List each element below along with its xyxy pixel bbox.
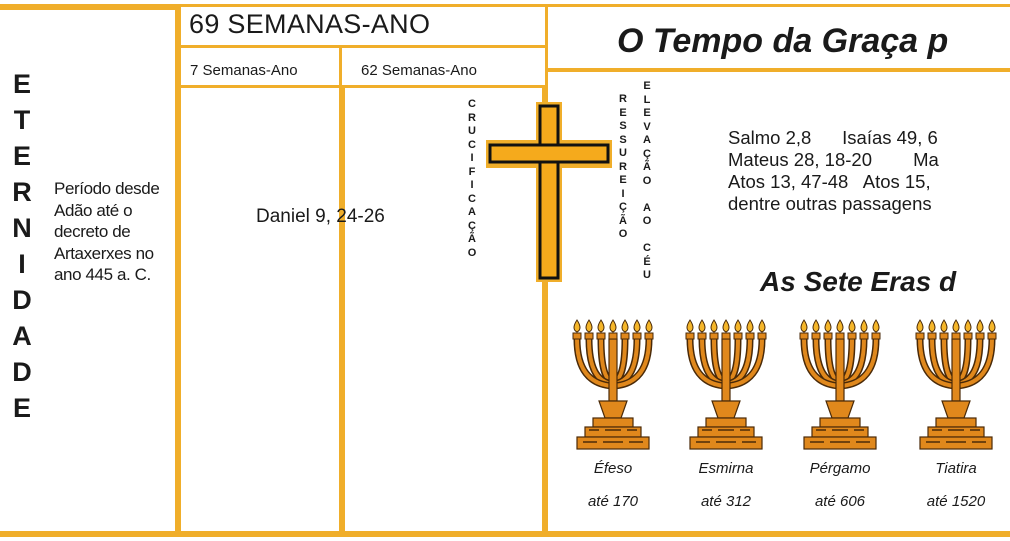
- periodo-line: Artaxerxes no: [54, 243, 154, 263]
- elevacao-letter: [645, 229, 648, 243]
- tempo-title-box: [548, 4, 1010, 71]
- crucificacao-letter: I: [470, 179, 474, 191]
- ressurreicao-letter: Ã: [619, 214, 627, 227]
- elevacao-letter: É: [643, 255, 651, 268]
- elevacao-letter: V: [643, 120, 651, 133]
- divider-7-62: [339, 48, 345, 537]
- elevacao-letter: O: [642, 215, 652, 227]
- eternidade-letter: E: [12, 141, 31, 171]
- elevacao-letter: C: [643, 242, 651, 254]
- eternidade-letter: I: [18, 249, 26, 279]
- reference-line: Atos 13, 47-48 Atos 15,: [728, 171, 931, 192]
- elevacao-letter: [645, 188, 648, 202]
- bottom-bar: [0, 531, 1010, 537]
- reference-line: Salmo 2,8 Isaías 49, 6: [728, 127, 938, 148]
- sub-62-label: 62 Semanas-Ano: [361, 62, 477, 79]
- church-until: até 1520: [926, 493, 986, 510]
- eternidade-letter: D: [12, 357, 32, 387]
- semanas-title: 69 SEMANAS-ANO: [189, 9, 431, 39]
- reference-line: dentre outras passagens: [728, 193, 932, 214]
- ressurreicao-letter: Ç: [619, 201, 627, 213]
- crucificacao-letter: U: [468, 125, 476, 137]
- elevacao-letter: Ã: [643, 161, 651, 173]
- church-name: Pérgamo: [809, 460, 871, 477]
- eternidade-letter: R: [12, 177, 32, 207]
- ressurreicao-letter: O: [618, 228, 628, 240]
- sub-7-label: 7 Semanas-Ano: [190, 62, 298, 79]
- daniel-reference: Daniel 9, 24-26: [256, 206, 385, 227]
- eternidade-letter: N: [12, 213, 32, 243]
- crucificacao-letter: C: [468, 192, 476, 205]
- periodo-line: Adão até o: [54, 200, 133, 220]
- ressurreicao-letter: S: [619, 133, 627, 146]
- ressurreicao-letter: E: [619, 106, 627, 119]
- crucificacao-letter: Ç: [468, 219, 476, 232]
- crucificacao-letter: R: [468, 111, 476, 124]
- eternidade-letter: E: [12, 69, 31, 99]
- divider-eternity: [175, 4, 181, 537]
- ressurreicao-letter: E: [619, 174, 627, 186]
- periodo-line: decreto de: [54, 222, 131, 241]
- ressurreicao-letter: U: [619, 147, 627, 159]
- church-until: até 606: [814, 493, 866, 510]
- crucificacao-letter: C: [468, 138, 476, 151]
- elevacao-letter: L: [643, 93, 651, 106]
- church-name: Tiatira: [935, 460, 977, 477]
- menorah-icon: [569, 318, 657, 452]
- elevacao-letter: U: [643, 269, 651, 281]
- sub-7-box: [178, 45, 345, 88]
- menorah-icon: [682, 318, 770, 452]
- church-until: até 312: [700, 493, 752, 510]
- crucificacao-letter: I: [470, 152, 474, 164]
- elevacao-letter: Ç: [643, 147, 651, 160]
- ressurreicao-letter: I: [621, 187, 625, 200]
- menorah-icon: [796, 318, 884, 452]
- church-until: até 170: [587, 493, 639, 510]
- eternidade-letter: E: [12, 393, 31, 423]
- periodo-line: ano 445 a. C.: [54, 265, 151, 284]
- sub-62-box: [339, 45, 548, 88]
- church-name: Éfeso: [593, 460, 633, 477]
- elevacao-letter: A: [643, 201, 651, 214]
- crucificacao-letter: F: [468, 165, 476, 178]
- crucificacao-letter: O: [467, 246, 477, 259]
- ressurreicao-letter: S: [619, 120, 627, 132]
- periodo-line: Período desde: [54, 179, 160, 198]
- elevacao-letter: E: [643, 107, 651, 119]
- crucificacao-letter: C: [468, 98, 476, 110]
- elevacao-letter: O: [642, 174, 652, 187]
- reference-line: Mateus 28, 18-20 Ma: [728, 149, 939, 170]
- ressurreicao-letter: R: [619, 93, 627, 105]
- ressurreicao-letter: R: [619, 160, 627, 173]
- eternidade-letter: T: [13, 105, 31, 135]
- cross-icon: [486, 102, 612, 282]
- crucificacao-letter: Ã: [468, 233, 476, 245]
- elevacao-letter: A: [643, 134, 651, 146]
- church-name: Esmirna: [698, 460, 754, 477]
- eternidade-letter: A: [12, 321, 32, 351]
- sete-eras-title: As Sete Eras d: [760, 266, 957, 297]
- elevacao-letter: E: [643, 80, 651, 92]
- eternidade-letter: D: [12, 285, 32, 315]
- menorah-icon: [912, 318, 1000, 452]
- crucificacao-letter: A: [468, 206, 476, 218]
- tempo-graca-title: O Tempo da Graça p: [617, 22, 949, 60]
